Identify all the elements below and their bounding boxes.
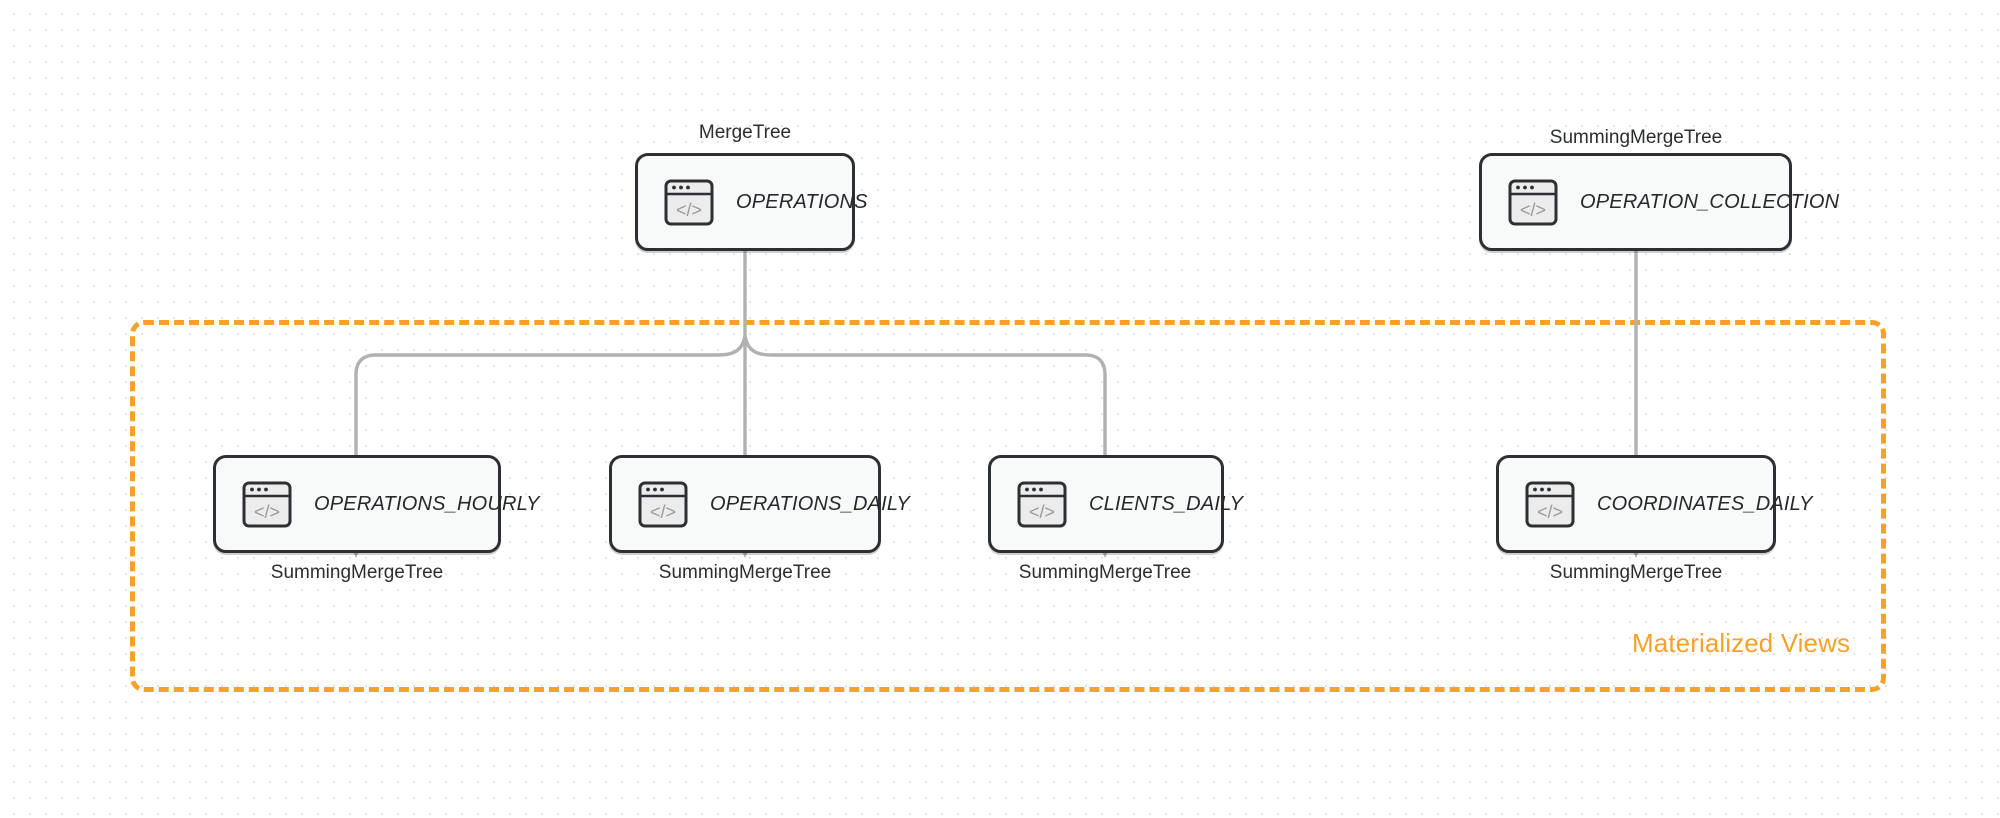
node-operations-hourly[interactable]: </> OPERATIONS_HOURLY	[213, 455, 539, 553]
svg-text:</>: </>	[676, 200, 702, 220]
code-window-icon: </>	[1508, 179, 1558, 226]
svg-text:</>: </>	[1520, 200, 1546, 220]
node-coordinates-daily-label: COORDINATES_DAILY	[1597, 492, 1813, 515]
caption-coordinates-daily-engine: SummingMergeTree	[1549, 562, 1723, 583]
node-operation-collection[interactable]: </> OPERATION_COLLECTION	[1479, 153, 1839, 251]
node-operations[interactable]: </> OPERATIONS	[635, 153, 867, 251]
node-operation-collection-label: OPERATION_COLLECTION	[1580, 190, 1840, 213]
caption-operations-hourly-engine: SummingMergeTree	[270, 562, 444, 583]
svg-text:</>: </>	[1537, 502, 1563, 522]
materialized-views-group-label: Materialized Views	[1632, 628, 1851, 658]
svg-text:</>: </>	[254, 502, 280, 522]
node-operations-label: OPERATIONS	[736, 190, 868, 213]
node-clients-daily-label: CLIENTS_DAILY	[1089, 492, 1244, 515]
caption-operations-engine: MergeTree	[698, 122, 792, 143]
caption-operations-daily-engine: SummingMergeTree	[658, 562, 832, 583]
code-window-icon: </>	[638, 481, 688, 528]
code-window-icon: </>	[242, 481, 292, 528]
caption-clients-daily-engine: SummingMergeTree	[1018, 562, 1192, 583]
code-window-icon: </>	[1017, 481, 1067, 528]
node-clients-daily[interactable]: </> CLIENTS_DAILY	[988, 455, 1243, 553]
caption-operation-collection-engine: SummingMergeTree	[1549, 127, 1723, 148]
node-coordinates-daily[interactable]: </> COORDINATES_DAILY	[1496, 455, 1812, 553]
node-operations-daily[interactable]: </> OPERATIONS_DAILY	[609, 455, 910, 553]
node-operations-daily-label: OPERATIONS_DAILY	[710, 492, 910, 515]
svg-text:</>: </>	[650, 502, 676, 522]
node-operations-hourly-label: OPERATIONS_HOURLY	[314, 492, 540, 515]
code-window-icon: </>	[1525, 481, 1575, 528]
svg-text:</>: </>	[1029, 502, 1055, 522]
materialized-views-group[interactable]	[130, 320, 1886, 692]
code-window-icon: </>	[664, 179, 714, 226]
